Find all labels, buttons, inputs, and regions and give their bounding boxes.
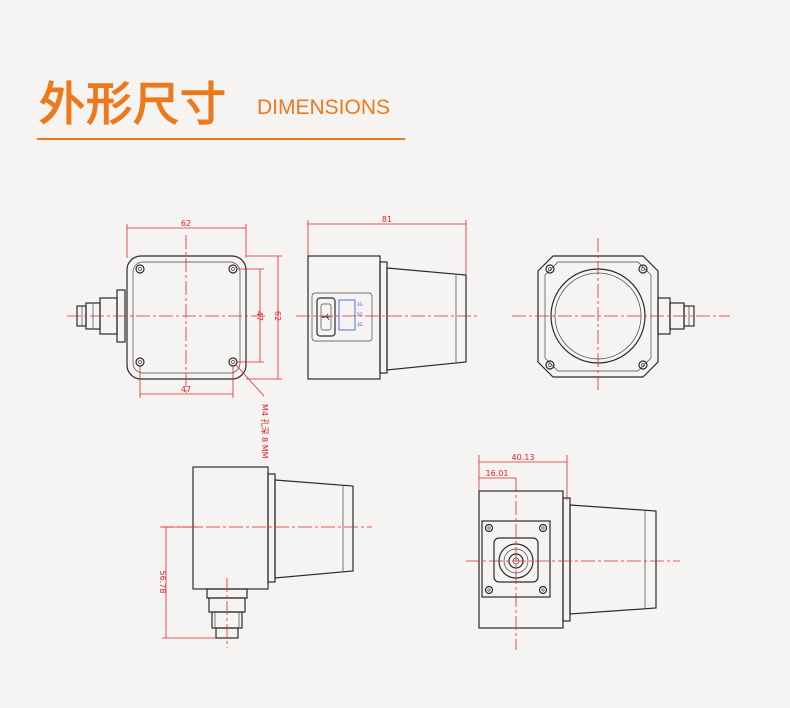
dim-side-length: 81 <box>382 215 392 224</box>
side-view: 1G 2G 3G 81 <box>296 215 478 380</box>
mount-note: M4 孔深 8 MM <box>260 404 269 459</box>
usb-port <box>316 297 336 337</box>
front-body-inner <box>132 261 241 374</box>
dim-front-width: 62 <box>181 219 191 228</box>
usb-led-3: 3G <box>357 322 363 327</box>
dim-front-height: 62 <box>273 311 282 321</box>
bottom-side-view: 56.78 <box>158 466 372 648</box>
connector-cover <box>569 504 657 615</box>
title-chinese: 外形尺寸 <box>39 77 227 131</box>
dim-connector-outer: 40.13 <box>512 453 535 462</box>
header-underline <box>37 138 405 140</box>
hole-tr <box>228 264 238 274</box>
header: 外形尺寸 DIMENSIONS <box>37 66 407 142</box>
side-cover <box>386 267 467 371</box>
usb-led-2: 2G <box>357 312 363 317</box>
dim-front-hole-v: 47 <box>255 311 264 321</box>
hole-tl <box>135 264 145 274</box>
front-view: 62 47 47 62 M4 孔深 8 MM <box>67 219 282 459</box>
dim-front-hole-h: 47 <box>181 385 191 394</box>
hole-bl <box>135 357 145 367</box>
dim-bottom-height: 56.78 <box>158 571 167 594</box>
back-body-outer <box>537 255 659 378</box>
dim-connector-inner: 16.01 <box>486 469 509 478</box>
usb-panel <box>311 292 373 342</box>
connector-view: 40.13 16.01 <box>466 453 680 650</box>
back-view <box>512 238 730 392</box>
hole-br <box>228 357 238 367</box>
front-body-outer <box>126 255 247 380</box>
usb-led-1: 1G <box>357 302 363 307</box>
back-body-inner <box>544 261 652 372</box>
usb-led-panel <box>338 299 356 331</box>
bottom-cover <box>274 479 354 579</box>
title-english: DIMENSIONS <box>257 96 391 119</box>
mount-note-leader <box>235 364 265 397</box>
bottom-housing <box>192 466 269 590</box>
side-housing <box>307 255 381 380</box>
usb-icon <box>322 313 330 321</box>
